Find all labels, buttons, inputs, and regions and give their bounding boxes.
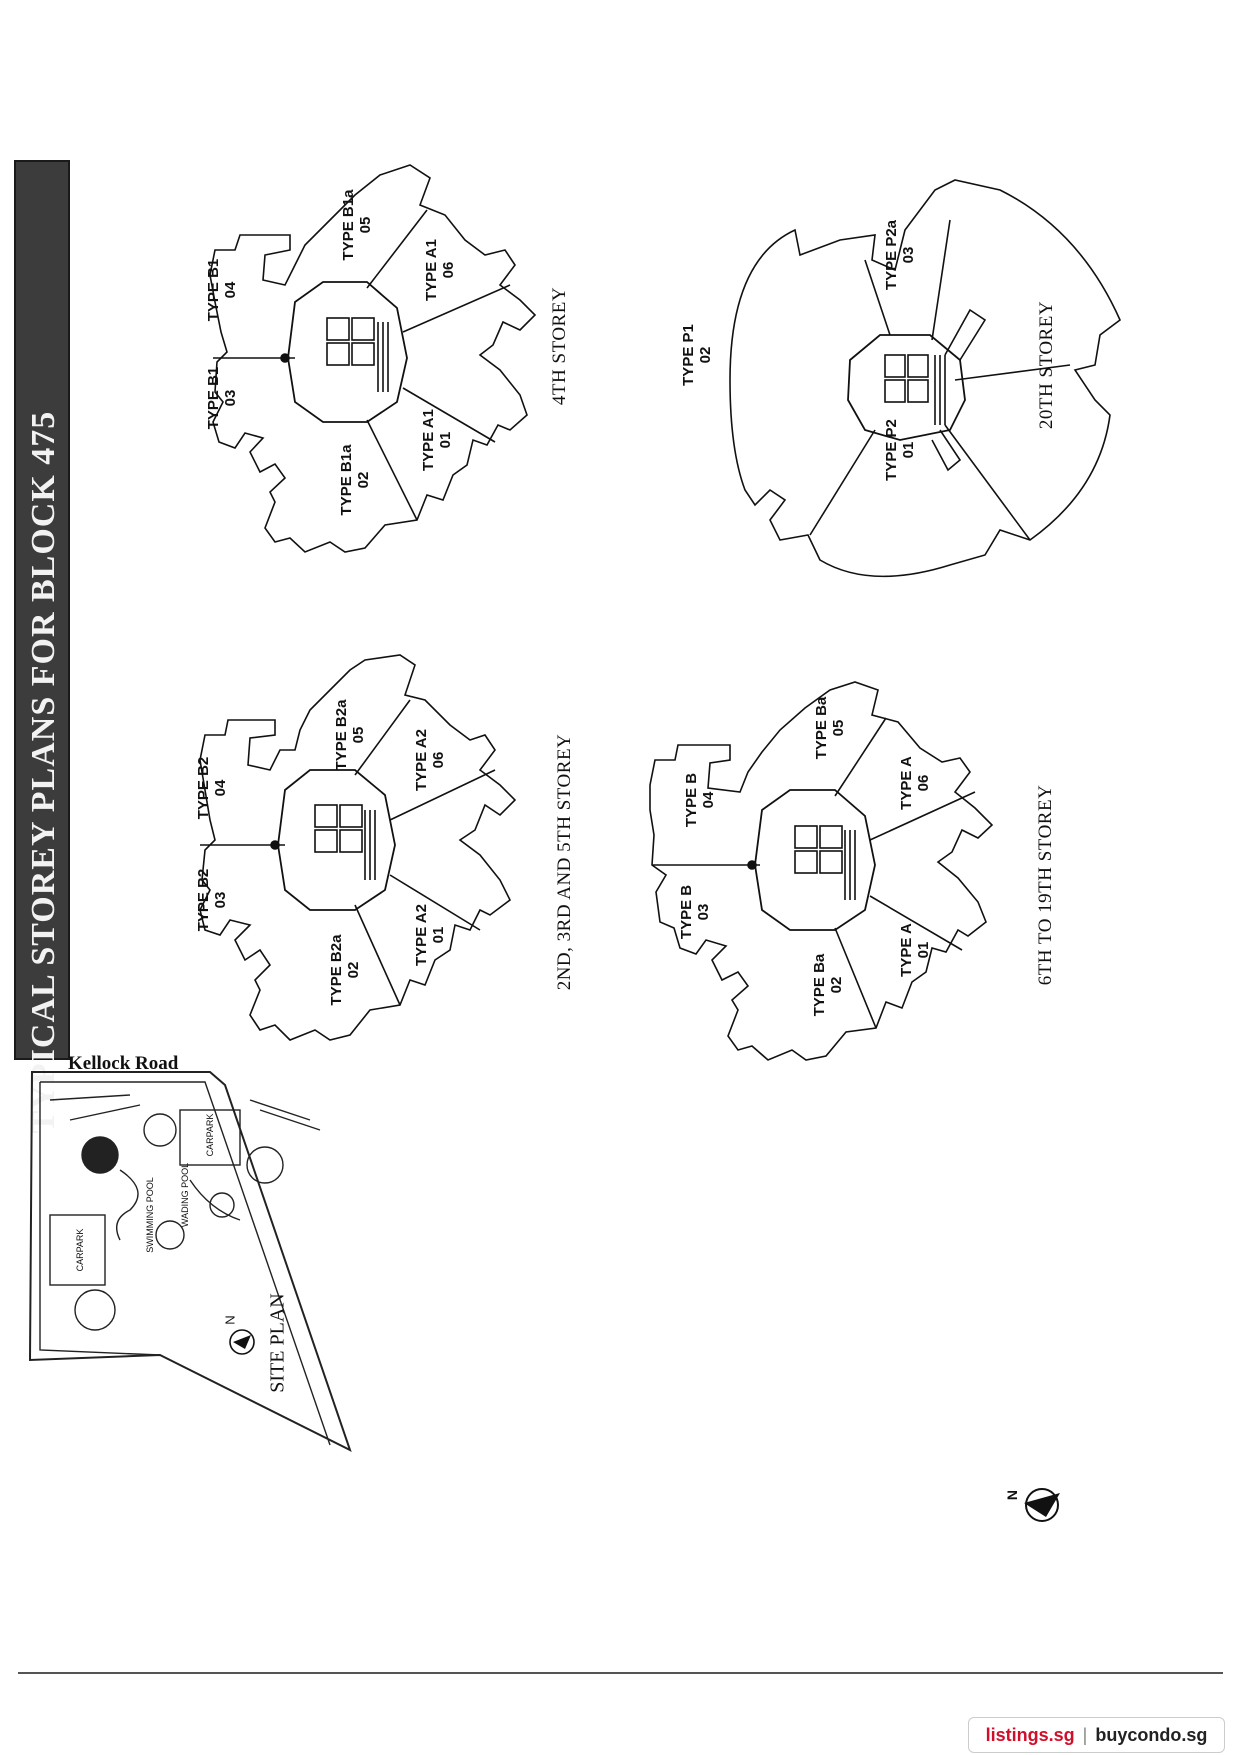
brand-left[interactable]: listings.sg xyxy=(985,1724,1075,1745)
brand-right[interactable]: buycondo.sg xyxy=(1095,1724,1208,1745)
floor-plan-20th xyxy=(729,179,1121,578)
site-plan-drawing xyxy=(28,1071,352,1452)
plan-outline xyxy=(209,164,537,553)
plan-outline xyxy=(649,681,994,1061)
carpark-label: CARPARK xyxy=(75,1228,85,1272)
brand-badge[interactable]: listings.sg | buycondo.sg xyxy=(968,1717,1225,1753)
pool-label: WADING POOL xyxy=(180,1162,190,1228)
floor-plan-6th-19th xyxy=(649,681,994,1061)
north-letter: N xyxy=(1004,1489,1020,1501)
pool-label: SWIMMING POOL xyxy=(145,1177,155,1253)
north-letter: N xyxy=(222,1315,238,1325)
brand-separator: | xyxy=(1082,1724,1088,1745)
site-north-arrow-icon xyxy=(229,1329,255,1355)
site-plan-label: SITE PLAN xyxy=(266,1293,289,1393)
plan-outline xyxy=(199,654,517,1041)
road-label: Kellock Road xyxy=(68,1053,179,1074)
footer-rule xyxy=(18,1672,1223,1674)
page-title: TYPICAL STOREY PLANS FOR BLOCK 475 xyxy=(25,410,62,1134)
storey-label: 20TH STOREY xyxy=(1036,300,1057,430)
title-banner: TYPICAL STOREY PLANS FOR BLOCK 475 xyxy=(14,160,70,1133)
storey-label: 4TH STOREY xyxy=(549,286,570,406)
plan-outline xyxy=(729,179,1121,578)
carpark-label: CARPARK xyxy=(205,1113,215,1157)
storey-label: 6TH TO 19TH STOREY xyxy=(1035,784,1056,986)
floor-plan-4th xyxy=(209,164,537,553)
floor-plan-2nd-3rd-5th xyxy=(199,654,517,1041)
storey-label: 2ND, 3RD AND 5TH STOREY xyxy=(554,733,575,991)
north-arrow-icon xyxy=(1024,1488,1060,1522)
